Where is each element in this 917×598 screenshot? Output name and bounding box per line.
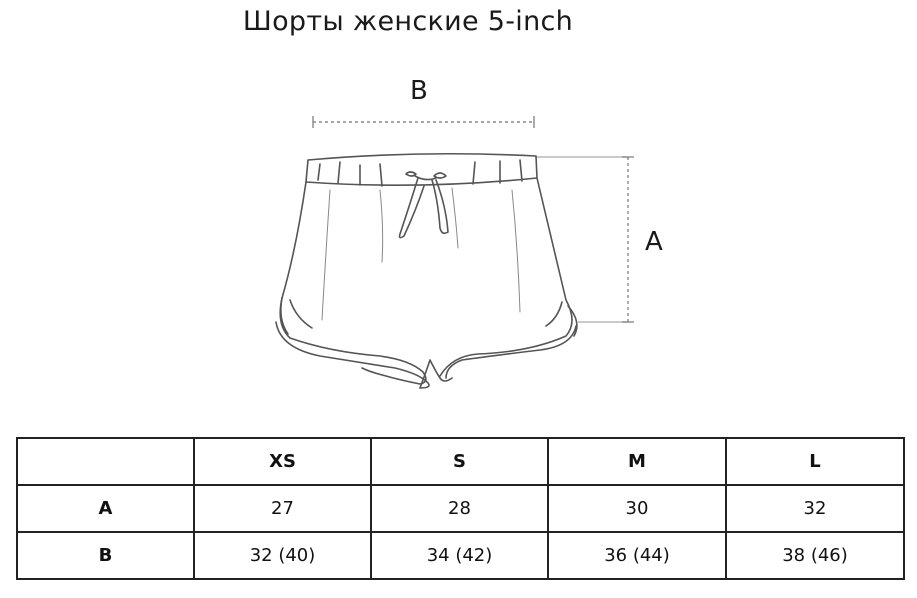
table-row: A 27 28 30 32	[16, 484, 905, 533]
table-cell: 27	[193, 484, 372, 533]
table-cell: 32	[725, 484, 905, 533]
size-header-s: S	[370, 437, 549, 486]
size-header-l: L	[725, 437, 905, 486]
shorts-outline	[275, 152, 578, 389]
table-cell: 38 (46)	[725, 531, 905, 580]
table-cell: 34 (42)	[370, 531, 549, 580]
table-cell: 28	[370, 484, 549, 533]
width-label: B	[410, 76, 428, 106]
row-label-a: A	[16, 484, 195, 533]
size-header-m: M	[547, 437, 727, 486]
table-row: B 32 (40) 34 (42) 36 (44) 38 (46)	[16, 531, 905, 580]
size-header-xs: XS	[193, 437, 372, 486]
length-measure-line	[535, 156, 634, 323]
table-cell: 32 (40)	[193, 531, 372, 580]
table-header-row: XS S M L	[16, 437, 905, 486]
shorts-diagram	[275, 116, 634, 389]
length-label: A	[645, 227, 663, 257]
page-title: Шорты женские 5-inch	[242, 6, 574, 37]
row-label-b: B	[16, 531, 195, 580]
table-corner-cell	[16, 437, 195, 486]
width-measure-line	[312, 116, 535, 128]
table-cell: 30	[547, 484, 727, 533]
table-cell: 36 (44)	[547, 531, 727, 580]
size-table: XS S M L A 27 28 30 32 B 32 (40) 34 (42)…	[16, 437, 905, 580]
